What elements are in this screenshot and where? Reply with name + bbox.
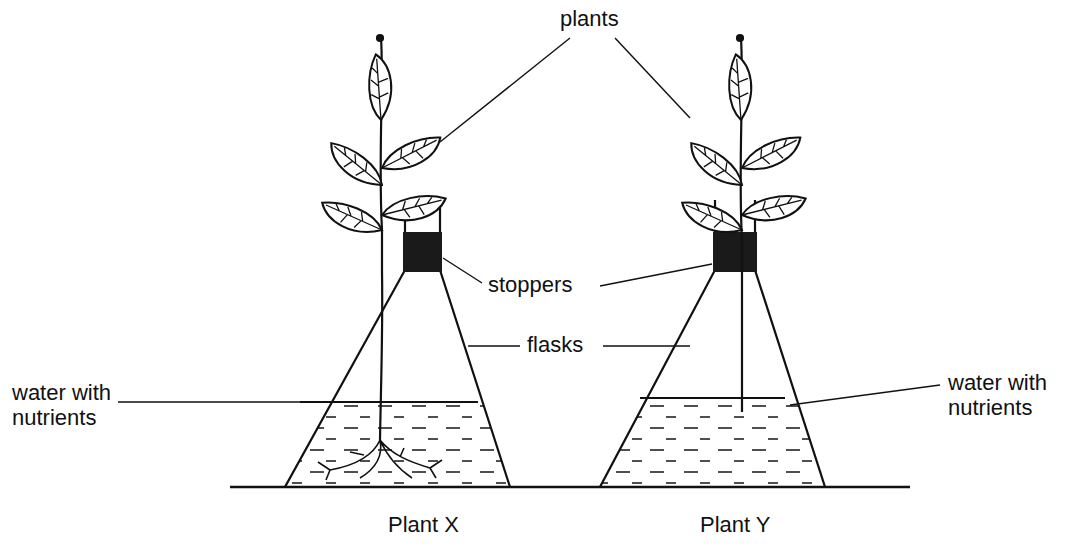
flask-x (280, 200, 520, 492)
callout-label: water with nutrients (12, 380, 112, 431)
leader-lines (118, 38, 940, 405)
plant-y (680, 35, 806, 412)
plant-x (318, 35, 446, 480)
callout-label: plants (560, 6, 619, 31)
callout-label: water with nutrients (948, 370, 1048, 421)
callout-label: stoppers (488, 272, 572, 297)
callout-label: flasks (527, 332, 583, 357)
flask-y (595, 200, 835, 493)
caption-label: Plant X (388, 512, 459, 537)
caption-label: Plant Y (700, 512, 771, 537)
